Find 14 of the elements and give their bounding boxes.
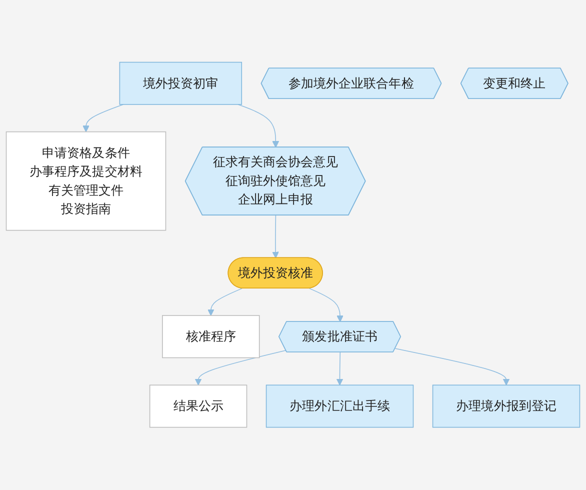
node-box: 境外投资初审 bbox=[119, 62, 242, 106]
arrow bbox=[238, 104, 280, 148]
arrow bbox=[336, 352, 344, 386]
arrow bbox=[82, 104, 124, 132]
arrow bbox=[394, 348, 510, 386]
node-box: 办理外汇汇出手续 bbox=[266, 384, 414, 428]
node-box: 核准程序 bbox=[162, 315, 260, 358]
node-box: 申请资格及条件 办事程序及提交材料 有关管理文件 投资指南 bbox=[6, 132, 166, 231]
arrow bbox=[194, 350, 286, 386]
arrow bbox=[272, 215, 279, 259]
arrow bbox=[309, 288, 344, 322]
node-box: 结果公示 bbox=[149, 384, 248, 428]
node-box: 办理境外报到登记 bbox=[432, 384, 580, 428]
arrow bbox=[207, 288, 242, 316]
